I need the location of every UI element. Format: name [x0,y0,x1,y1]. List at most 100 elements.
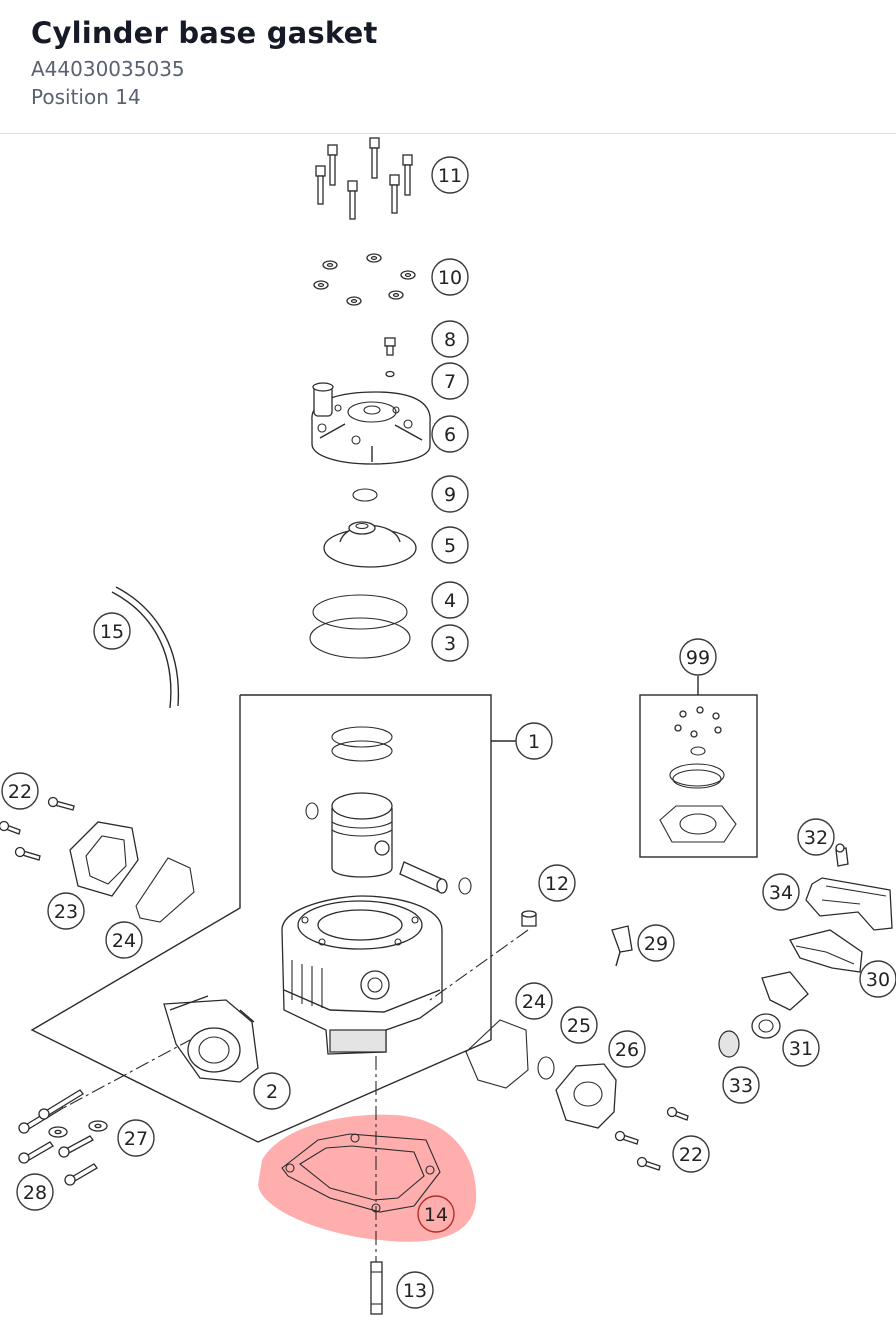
stud [370,1261,383,1315]
callout-c14[interactable]: 14 [417,1195,455,1233]
flange-washers [48,1120,108,1138]
callout-number: 30 [866,969,890,991]
piston-clip-right [458,877,472,895]
cylinder-base-gasket [281,1133,441,1213]
callout-c2[interactable]: 2 [253,1072,291,1110]
callout-number: 12 [545,873,569,895]
callout-number: 15 [100,621,124,643]
valve-actuator [789,929,863,973]
head-insert [323,521,417,568]
callout-c7[interactable]: 7 [431,362,469,400]
callout-c12[interactable]: 12 [538,864,576,902]
cylinder-head-bolts [315,137,413,220]
callout-circle [431,362,469,400]
gasket-kit-box [639,676,758,858]
callout-number: 26 [615,1039,639,1061]
callout-c28[interactable]: 28 [16,1173,54,1211]
callout-c31[interactable]: 31 [782,1029,820,1067]
callout-circle [47,892,85,930]
callout-number: 11 [438,165,462,187]
callout-c23[interactable]: 23 [47,892,85,930]
cylinder-plug [521,910,537,927]
callout-number: 4 [444,590,456,612]
seal-ring-right [537,1056,555,1080]
valve-fitting [751,971,809,1039]
callout-c5[interactable]: 5 [431,526,469,564]
callout-c1[interactable]: 1 [515,722,553,760]
callout-circle [431,156,469,194]
callout-circle [560,1006,598,1044]
cylinder-assembly-frame [30,694,516,1143]
callout-c8[interactable]: 8 [431,320,469,358]
callout-circle [431,258,469,296]
piston-pin [399,861,448,894]
exhaust-cover-right [555,1063,617,1129]
piston-clip-left [305,802,319,820]
valve-cap [718,1030,740,1058]
o-ring [352,488,378,502]
callout-number: 29 [644,933,668,955]
part-position: Position 14 [31,85,141,109]
callout-number: 34 [769,882,793,904]
callout-circle [93,612,131,650]
exhaust-flange-left [69,821,139,897]
valve-screw [835,843,849,867]
callout-circle [117,1119,155,1157]
callout-c4[interactable]: 4 [431,581,469,619]
callout-c24a[interactable]: 24 [105,921,143,959]
callout-number: 25 [567,1015,591,1037]
piston [331,792,393,878]
callout-c25[interactable]: 25 [560,1006,598,1044]
callout-c29[interactable]: 29 [637,924,675,962]
callout-number: 22 [8,781,32,803]
callout-c11[interactable]: 11 [431,156,469,194]
head-ring-lower [309,617,411,659]
callout-circle [672,1135,710,1173]
callout-circle [762,873,800,911]
callout-number: 27 [124,1128,148,1150]
seal-ring-small [385,370,395,378]
callout-c6[interactable]: 6 [431,415,469,453]
callout-number: 8 [444,329,456,351]
callout-c15[interactable]: 15 [93,612,131,650]
callout-circle [431,526,469,564]
callout-circle [782,1029,820,1067]
cylinder [281,895,443,1055]
callout-number: 13 [403,1280,427,1302]
callout-circle [16,1173,54,1211]
gasket-right [465,1019,529,1089]
callout-c33[interactable]: 33 [722,1066,760,1104]
callout-number: 24 [522,991,546,1013]
highlight-region [258,1114,477,1242]
callout-c30[interactable]: 30 [859,960,896,998]
callout-circle [431,320,469,358]
callout-c34[interactable]: 34 [762,873,800,911]
callout-number: 5 [444,535,456,557]
callout-circle [396,1271,434,1309]
callout-circle [431,581,469,619]
left-side-bolts [0,796,75,861]
piston-ring-2 [331,740,393,762]
callout-number: 7 [444,371,456,393]
part-title: Cylinder base gasket [31,16,378,50]
callout-c10[interactable]: 10 [431,258,469,296]
callout-c99[interactable]: 99 [679,638,717,676]
callout-c32[interactable]: 32 [797,818,835,856]
callout-circle [431,624,469,662]
callout-c26[interactable]: 26 [608,1030,646,1068]
callout-c3[interactable]: 3 [431,624,469,662]
callout-circle [431,415,469,453]
callout-c27[interactable]: 27 [117,1119,155,1157]
callout-circle [608,1030,646,1068]
callout-c9[interactable]: 9 [431,475,469,513]
part-number: A44030035035 [31,57,185,81]
callout-c22a[interactable]: 22 [1,772,39,810]
callout-c24b[interactable]: 24 [515,982,553,1020]
callout-c22b[interactable]: 22 [672,1135,710,1173]
callout-c13[interactable]: 13 [396,1271,434,1309]
callout-number: 23 [54,901,78,923]
callout-number: 24 [112,930,136,952]
callout-number: 31 [789,1038,813,1060]
intake-flange [163,995,259,1083]
callout-number: 2 [266,1081,278,1103]
